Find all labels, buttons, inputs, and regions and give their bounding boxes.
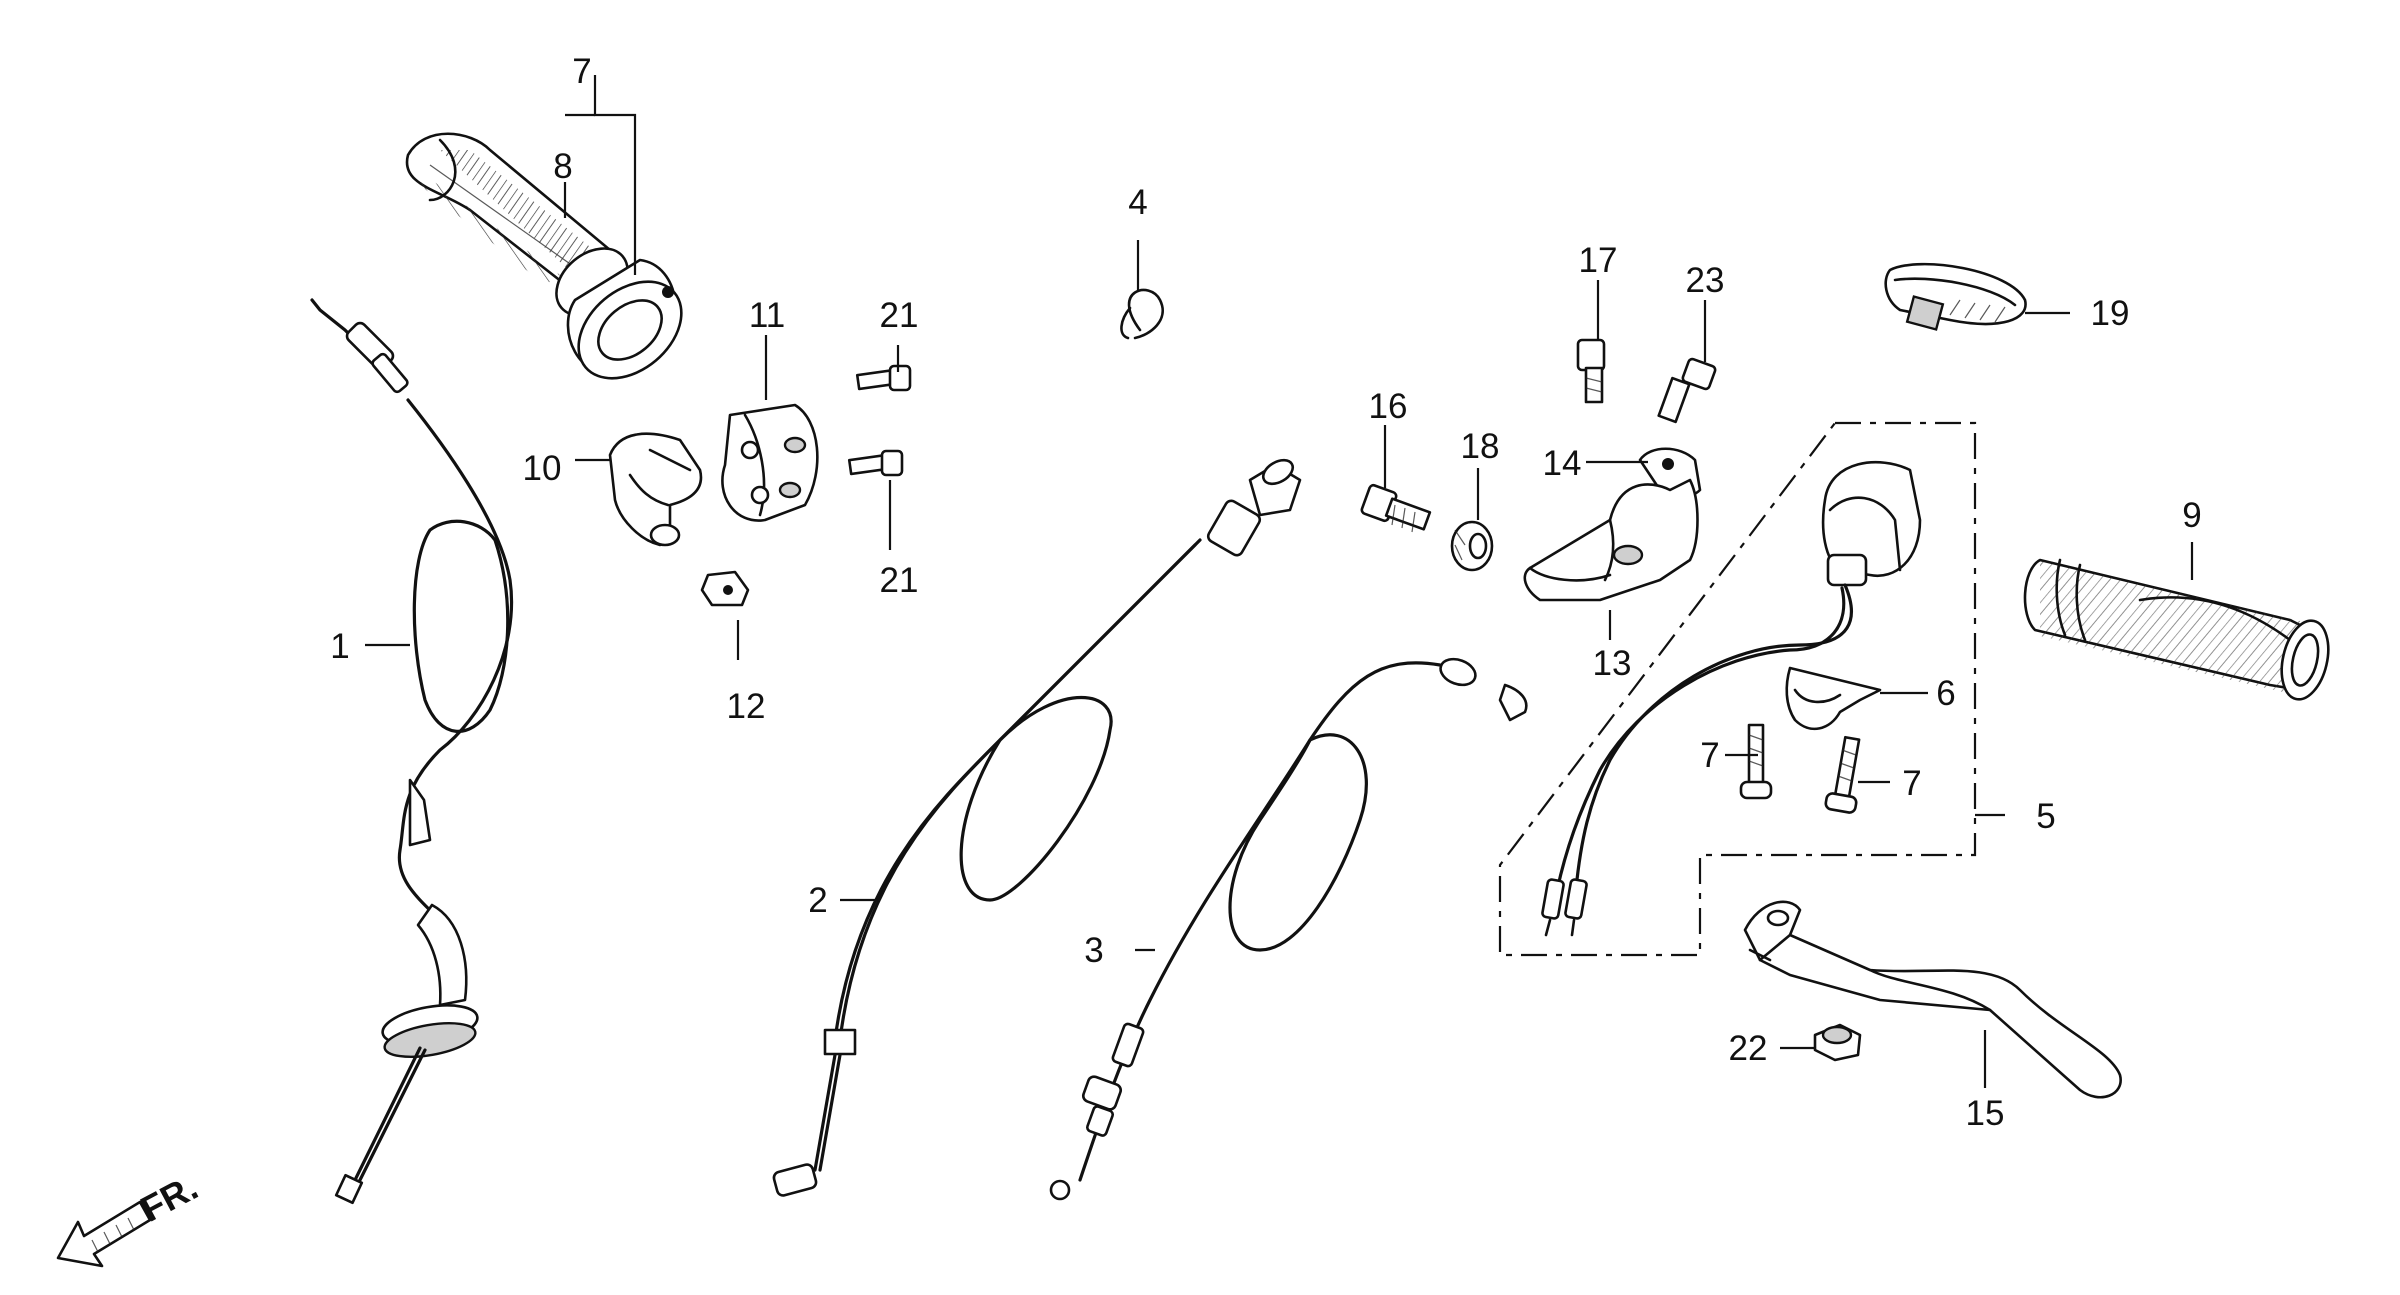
bolt-18 xyxy=(1576,338,1606,404)
clutch-lever xyxy=(1743,900,2122,1099)
callout-21-top: 21 xyxy=(880,296,919,335)
cable-band xyxy=(1884,262,2027,331)
cable-clip-4 xyxy=(1120,288,1164,340)
leader-lines xyxy=(365,75,2194,1088)
lever-nut xyxy=(1450,520,1494,572)
callout-16: 15 xyxy=(1966,1094,2005,1133)
callout-17: 16 xyxy=(1369,387,1408,426)
front-arrow-icon xyxy=(56,1200,152,1268)
callout-3: 3 xyxy=(1084,931,1103,970)
switch-assembly-outline xyxy=(1498,421,1977,957)
throttle-housing-cap xyxy=(608,432,703,547)
lever-adjuster-bolt xyxy=(1360,483,1432,533)
callout-9: 8 xyxy=(553,147,572,186)
callout-12: 11 xyxy=(749,296,785,335)
callout-21-bottom: 21 xyxy=(880,561,919,600)
callout-19: 18 xyxy=(1461,427,1500,466)
callout-8: 7 xyxy=(572,52,591,91)
callout-10: 9 xyxy=(2182,496,2201,535)
callout-2: 2 xyxy=(808,881,827,920)
callout-23: 23 xyxy=(1686,261,1725,300)
callout-20: 19 xyxy=(2091,294,2130,333)
lever-pivot-nut xyxy=(1813,1023,1862,1062)
front-direction-indicator: FR. xyxy=(56,1166,204,1268)
control-cable-3 xyxy=(1049,657,1528,1201)
callout-4: 4 xyxy=(1128,183,1147,222)
throttle-cable xyxy=(310,298,514,1205)
screws-21 xyxy=(847,364,912,477)
callout-22: 22 xyxy=(1729,1029,1768,1068)
callout-5: 5 xyxy=(2036,797,2055,836)
callout-18: 17 xyxy=(1579,241,1618,280)
left-grip xyxy=(2023,558,2330,701)
callout-14: 13 xyxy=(1593,644,1632,683)
engine-stop-switch xyxy=(1541,460,1922,937)
control-cable-2 xyxy=(772,458,1302,1197)
callout-13: 12 xyxy=(727,687,766,726)
callout-7-left: 7 xyxy=(1700,736,1719,775)
switch-clamp xyxy=(1785,666,1882,731)
callout-7-right: 7 xyxy=(1902,764,1921,803)
throttle-housing xyxy=(721,403,819,522)
callout-15: 14 xyxy=(1543,444,1582,483)
callout-labels: 7 8 4 11 21 21 10 12 1 2 3 16 18 17 23 1… xyxy=(330,52,2201,1133)
screw-23 xyxy=(1657,357,1717,424)
callout-1: 1 xyxy=(330,627,349,666)
lever-holder-bracket xyxy=(1523,447,1702,602)
throttle-grip xyxy=(405,132,683,380)
cable-clip xyxy=(700,570,750,607)
callout-6: 6 xyxy=(1936,674,1955,713)
callout-11: 10 xyxy=(523,449,562,488)
switch-screws xyxy=(1739,723,1861,814)
